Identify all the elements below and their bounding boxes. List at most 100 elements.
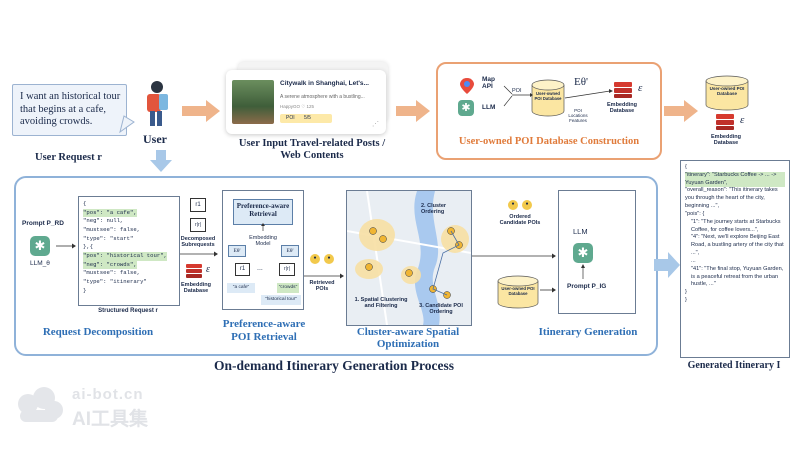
generated-itinerary-card: { "itinerary": "Starbucks Coffee -> ... … (680, 160, 790, 358)
json-line: "neg": "crowds", (83, 260, 137, 270)
json-line: "neg": null, (83, 217, 124, 225)
post-card-tag-label: POI (286, 115, 295, 121)
query-historical-tour: "historical tour" (261, 295, 301, 305)
retrieved-poi-icon-2: ● (324, 254, 334, 264)
itinerary-line: "4": "Next, we'll explore Beijing East R… (691, 234, 784, 257)
retrieval-embedding-db-icon (186, 264, 202, 278)
embedding-db-icon (614, 82, 632, 98)
decomposition-title: Request Decomposition (42, 326, 154, 338)
poi-db-construction-box: Map API ✱ LLM POI User-owned POI Databas… (436, 62, 662, 160)
retrieval-r1: r1 (235, 263, 250, 276)
watermark-logo-icon (14, 386, 66, 426)
structured-request-card: { "pos": "a cafe", "neg": null, "mustsee… (78, 196, 180, 306)
embedding-epsilon: ε (638, 82, 643, 94)
watermark-line-1: ai-bot.cn (72, 386, 144, 403)
poi-db-construction-title: User-owned POI Database Construction (458, 136, 640, 147)
right-embedding-db-icon (716, 114, 734, 130)
retrieval-epsilon: ε (206, 264, 210, 275)
spatial-title: Cluster-aware Spatial Optimization (356, 326, 460, 350)
json-line: "pos": "historical tour", (83, 251, 167, 261)
posts-caption: User Input Travel-related Posts / Web Co… (238, 138, 386, 162)
structured-request-json: { "pos": "a cafe", "neg": null, "mustsee… (83, 200, 177, 295)
map-api-label: Map API (482, 76, 495, 91)
post-card-image (232, 80, 274, 124)
retrieval-card: Preference-aware Retrieval Embedding Mod… (222, 190, 304, 310)
right-embedding-db-label: Embedding Database (711, 134, 741, 147)
right-poi-db-label: User-owned POI Database (709, 86, 745, 96)
retrieval-title: Preference-aware POI Retrieval (222, 318, 306, 343)
itinerary-line: "41": "The final stop, Yuyuan Garden, is… (691, 265, 784, 288)
json-line: "mustsee": false, (83, 225, 141, 233)
itinerary-line: "overall_reason": "This itinerary takes … (685, 187, 778, 210)
right-poi-db-cylinder: User-owned POI Database (705, 75, 749, 111)
encoder-box-right: Eθ' (281, 245, 299, 257)
post-card-tag: POI 5/5 (280, 114, 332, 123)
generated-itinerary-caption: Generated Itinerary I (687, 360, 781, 371)
itinerary-json: { "itinerary": "Starbucks Coffee -> ... … (685, 164, 785, 305)
subrequest-rn-label: r|r| (195, 222, 201, 228)
retrieved-pois-label: Retrieved POIs (309, 280, 335, 293)
json-line: { (83, 200, 87, 207)
itinerary-line: "pois": { (685, 210, 705, 217)
decomposition-llm-icon: ✱ (30, 236, 50, 256)
json-line: } (83, 286, 87, 294)
spatial-map-card: 2. Cluster Ordering 1. Spatial Clusterin… (346, 190, 472, 326)
map-api-icon (460, 78, 474, 94)
poi-db-cylinder: User-owned POI Database (531, 79, 565, 117)
poi-label: POI (512, 88, 522, 94)
arrow-to-output (654, 252, 680, 278)
json-line: "type": "itinerary" (83, 277, 147, 285)
arrow-user-to-posts (182, 100, 220, 122)
arrow-down-to-process (150, 150, 172, 172)
spatial-step-3: 3. Candidate POI Ordering (419, 303, 463, 316)
retrieval-dots: ... (257, 265, 263, 272)
retrieved-poi-icon-1: ● (310, 254, 320, 264)
generation-card: LLM ✱ Prompt P_IG (558, 190, 636, 314)
user-label: User (143, 132, 167, 146)
poi-info-label: POI Locations Features (568, 108, 588, 124)
generation-title: Itinerary Generation (538, 326, 638, 338)
post-card: Citywalk in Shanghai, Let's... A serene … (226, 70, 386, 134)
ordered-poi-icon-2: ● (522, 200, 532, 210)
watermark-line-2: AI工具集 (72, 409, 149, 430)
ordered-pois-label: Ordered Candidate POIs (499, 214, 541, 227)
post-card-title: Citywalk in Shanghai, Let's... (280, 80, 369, 87)
itinerary-line: { (685, 164, 687, 170)
generation-llm-icon: ✱ (573, 243, 593, 263)
post-card-subtitle: A serene atmosphere with a bustling... (280, 94, 365, 100)
llm-icon: ✱ (458, 100, 474, 116)
user-request-text: I want an historical tour that begins at… (20, 91, 121, 128)
retrieval-rn: r|r| (279, 263, 295, 276)
subrequest-rn: r|r| (190, 218, 206, 232)
llm-label: LLM (482, 104, 496, 111)
share-icon: ⋰ (372, 120, 379, 128)
ordered-poi-icon-1: ● (508, 200, 518, 210)
generation-poi-db-label: User-owned POI Database (501, 286, 535, 296)
spatial-step-2: 2. Cluster Ordering (421, 203, 447, 216)
json-line: "type": "start" (83, 234, 134, 242)
post-card-meta: HappyGO ♡ 125 (280, 104, 315, 109)
user-request-bubble: I want an historical tour that begins at… (12, 84, 127, 136)
retrieval-embedding-db-label: Embedding Database (181, 282, 211, 295)
subrequest-r1-label: r1 (195, 202, 201, 208)
subrequest-r1: r1 (190, 198, 206, 212)
encoder-label: Eθ' (574, 76, 588, 88)
json-line: "mustsee": false, (83, 269, 141, 277)
encoder-box-left: Eθ' (228, 245, 246, 257)
itinerary-line: } (685, 289, 687, 296)
json-line: },{ (83, 243, 94, 251)
spatial-step-1: 1. Spatial Clustering and Filtering (354, 297, 408, 310)
user-request-caption: User Request r (35, 152, 102, 163)
generation-prompt: Prompt P_IG (567, 283, 607, 290)
decomposed-caption: Decomposed Subrequests (180, 236, 216, 249)
embedding-model-label: Embedding Model (249, 235, 277, 248)
decomposition-prompt: Prompt P_RD (22, 220, 64, 227)
json-line: "pos": "a cafe", (83, 208, 137, 218)
post-card-tag-value: 5/5 (304, 115, 311, 121)
embedding-db-label: Embedding Database (607, 102, 637, 115)
generation-poi-db-cylinder: User-owned POI Database (497, 275, 539, 309)
itinerary-line: "itinerary": "Starbucks Coffee -> ... ->… (685, 171, 785, 188)
user-person-icon (140, 80, 174, 130)
itinerary-line: } (685, 297, 687, 304)
poi-db-label: User-owned POI Database (534, 91, 562, 101)
